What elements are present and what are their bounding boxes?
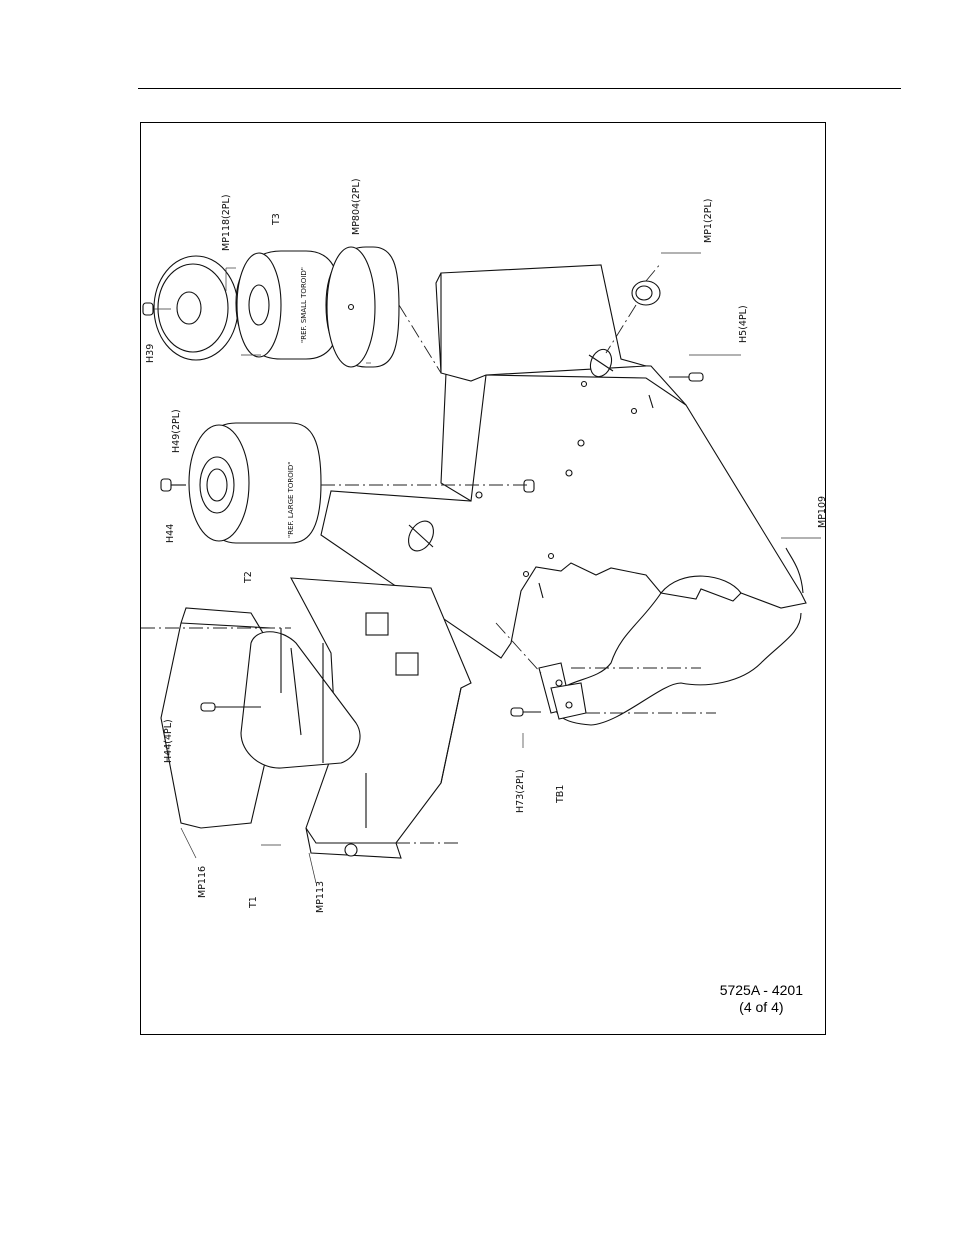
- callout-t1: T1: [248, 896, 259, 909]
- callout-h73: H73(2PL): [515, 769, 526, 813]
- transformer-bracket-assembly: [141, 578, 471, 858]
- screw-h5: [669, 373, 703, 381]
- callout-t3: T3: [271, 213, 282, 226]
- figure-id: 5725A - 4201: [720, 982, 803, 999]
- callout-h5: H5(4PL): [738, 305, 749, 343]
- header-rule: [138, 88, 901, 89]
- callout-mp116: MP116: [197, 866, 208, 898]
- exploded-view-drawing: H39 MP118(2PL) T3 "REF. SMALL TOROID" MP…: [141, 123, 827, 1036]
- callout-mp118: MP118(2PL): [221, 194, 232, 251]
- callout-t3-note: "REF. SMALL TOROID": [300, 267, 308, 343]
- callout-h39: H39: [145, 344, 156, 363]
- callout-mp113: MP113: [315, 881, 326, 913]
- figure-caption: 5725A - 4201 (4 of 4): [720, 982, 803, 1016]
- callout-t2: T2: [243, 571, 254, 584]
- callout-h49: H49(2PL): [171, 409, 182, 453]
- callout-mp1: MP1(2PL): [703, 199, 714, 243]
- figure-frame: H39 MP118(2PL) T3 "REF. SMALL TOROID" MP…: [140, 122, 826, 1035]
- callout-mp804: MP804(2PL): [351, 178, 362, 235]
- callout-t2-note: "REF. LARGE TOROID": [287, 462, 295, 538]
- terminal-block-tb1: [496, 623, 716, 719]
- callout-mp109: MP109: [817, 496, 827, 528]
- rear-panel: [436, 265, 646, 381]
- callout-h44-top: H44: [165, 524, 176, 543]
- toroid-t3-stack: [143, 247, 441, 373]
- callout-tb1: TB1: [555, 785, 566, 804]
- figure-page: (4 of 4): [720, 999, 803, 1016]
- callout-h44-4pl: H44(4PL): [163, 719, 174, 763]
